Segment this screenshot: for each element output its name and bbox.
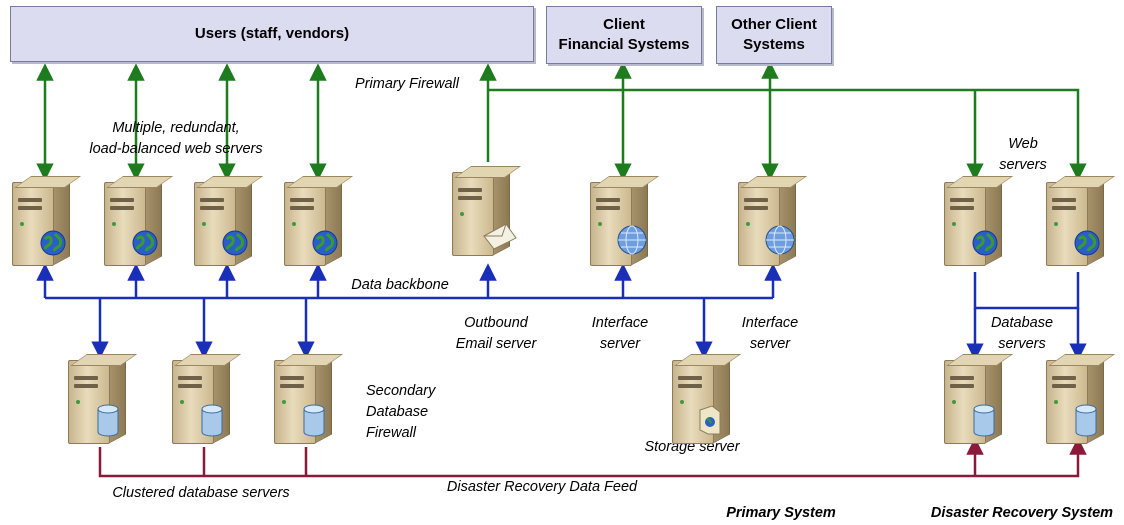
data-backbone-label: Data backbone: [351, 277, 449, 293]
other-client-label: Other Client Systems: [731, 16, 817, 53]
dr-database-servers-label: Database servers: [990, 315, 1054, 352]
interface-server-label-2: Interface server: [741, 315, 799, 352]
db-server-2: [172, 352, 242, 444]
interface-server-label-1: Interface server: [591, 315, 649, 352]
outbound-email-server: [452, 164, 522, 256]
dr-feed-links: [98, 437, 1087, 478]
dr-system-label: Disaster Recovery System: [930, 505, 1114, 521]
dr-data-feed-label: Disaster Recovery Data Feed: [446, 479, 638, 495]
dr-web-server-2: [1046, 174, 1116, 266]
clustered-db-label: Clustered database servers: [112, 485, 290, 501]
database-icon: [303, 404, 325, 437]
globe-icon: [132, 230, 158, 256]
primary-system-label: Primary System: [726, 505, 836, 521]
database-icon: [97, 404, 119, 437]
web-server-4: [284, 174, 354, 266]
interface-server-2: [738, 174, 808, 266]
dr-web-servers-label: Web servers: [999, 136, 1047, 173]
globe-icon: [312, 230, 338, 256]
users-label: Users (staff, vendors): [194, 25, 350, 42]
globe-icon: [40, 230, 66, 256]
globe-icon: [1074, 230, 1100, 256]
client-financial-label: Client Financial Systems: [558, 16, 690, 53]
primary-firewall-label: Primary Firewall: [355, 76, 459, 92]
database-icon: [201, 404, 223, 437]
users-box: Users (staff, vendors): [10, 6, 534, 62]
outbound-email-label: Outbound Email server: [455, 315, 537, 352]
web-server-3: [194, 174, 264, 266]
secondary-firewall-label: Secondary Database Firewall: [366, 383, 436, 441]
wireframe-globe-icon: [765, 225, 795, 255]
globe-icon: [972, 230, 998, 256]
storage-server: [672, 352, 742, 444]
wireframe-globe-icon: [617, 225, 647, 255]
envelope-icon: [483, 223, 517, 250]
web-servers-label: Multiple, redundant, load-balanced web s…: [89, 120, 263, 157]
dr-db-server-2: [1046, 352, 1116, 444]
backbone-links: [36, 263, 1087, 361]
web-server-1: [12, 174, 82, 266]
database-icon: [1075, 404, 1097, 437]
other-client-box: Other Client Systems: [716, 6, 832, 64]
client-financial-box: Client Financial Systems: [546, 6, 702, 64]
storage-icon: [699, 405, 721, 435]
db-server-3: [274, 352, 344, 444]
dr-db-server-1: [944, 352, 1014, 444]
globe-icon: [222, 230, 248, 256]
web-server-2: [104, 174, 174, 266]
db-server-1: [68, 352, 138, 444]
firewall-links: [36, 61, 1087, 181]
interface-server-1: [590, 174, 660, 266]
dr-web-server-1: [944, 174, 1014, 266]
database-icon: [973, 404, 995, 437]
